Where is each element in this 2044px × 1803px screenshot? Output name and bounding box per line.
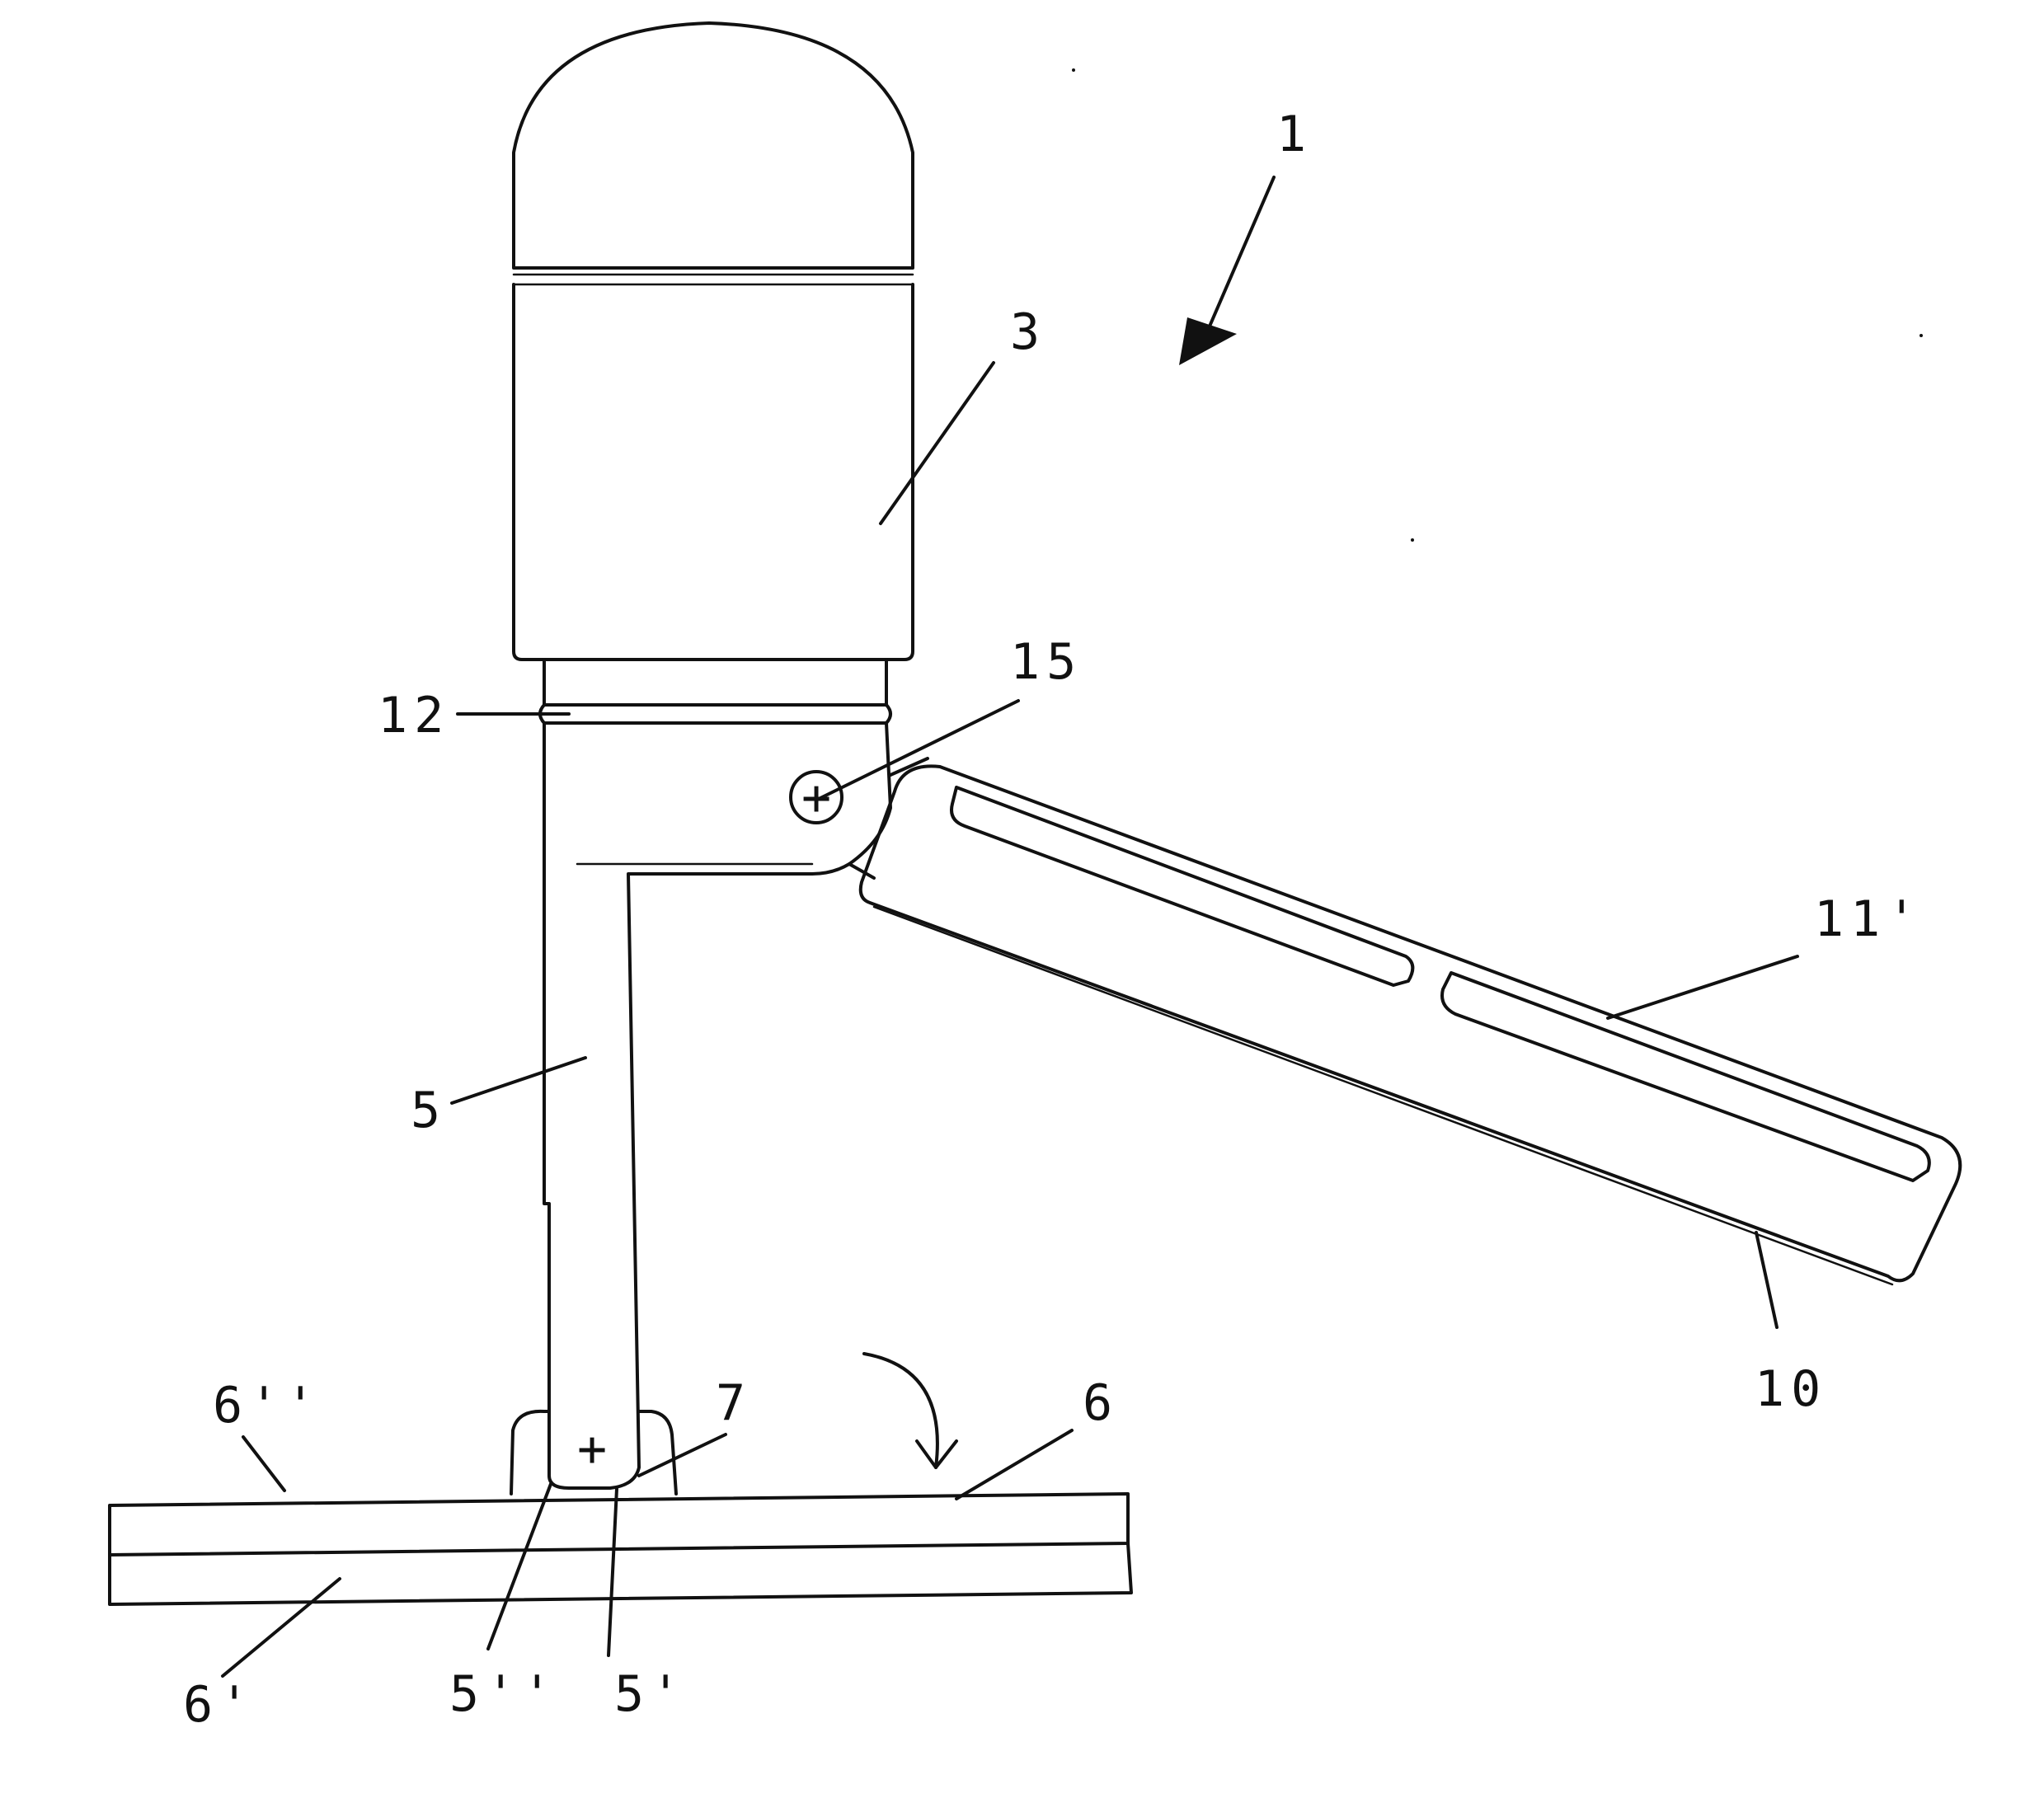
leader-5p xyxy=(609,1489,617,1655)
arrow-1-head xyxy=(1179,317,1237,365)
speck xyxy=(1411,538,1414,542)
label-5: 5 xyxy=(411,1082,447,1139)
dome-cap xyxy=(514,23,913,268)
neck xyxy=(544,660,886,705)
foot-plate-6 xyxy=(110,1494,1128,1555)
label-1: 1 xyxy=(1276,106,1313,163)
leader-5pp xyxy=(488,1484,551,1649)
label-6p: 6' xyxy=(183,1676,256,1734)
label-5pp: 5'' xyxy=(449,1665,558,1723)
shaft-5 xyxy=(544,723,890,1488)
leader-5 xyxy=(452,1058,585,1103)
label-12: 12 xyxy=(378,687,450,744)
label-15: 15 xyxy=(1010,633,1083,691)
label-10: 10 xyxy=(1755,1360,1827,1418)
speck xyxy=(1072,68,1075,72)
speck xyxy=(1919,334,1923,337)
leader-6p xyxy=(223,1579,340,1676)
leader-10 xyxy=(1756,1233,1777,1327)
rotation-arrow xyxy=(864,1354,937,1467)
arrow-1-shaft xyxy=(1206,177,1274,334)
leader-6 xyxy=(956,1430,1072,1499)
label-6: 6 xyxy=(1083,1374,1119,1432)
joint-plus: + xyxy=(577,1420,613,1478)
lever-slot-1 xyxy=(952,787,1412,985)
label-5p: 5' xyxy=(614,1665,687,1723)
label-6pp: 6'' xyxy=(213,1377,322,1434)
leader-7 xyxy=(639,1434,726,1476)
lever-11p xyxy=(861,766,1961,1280)
lever-slot-2 xyxy=(1442,973,1929,1181)
leader-11p xyxy=(1608,956,1797,1018)
label-11p: 11' xyxy=(1814,890,1923,948)
label-3: 3 xyxy=(1010,303,1046,361)
lever-underside xyxy=(874,907,1892,1284)
ring-12 xyxy=(540,705,890,723)
handle-body xyxy=(514,284,913,660)
label-7: 7 xyxy=(716,1374,752,1432)
leader-3 xyxy=(881,363,994,524)
leader-6pp xyxy=(243,1437,284,1491)
